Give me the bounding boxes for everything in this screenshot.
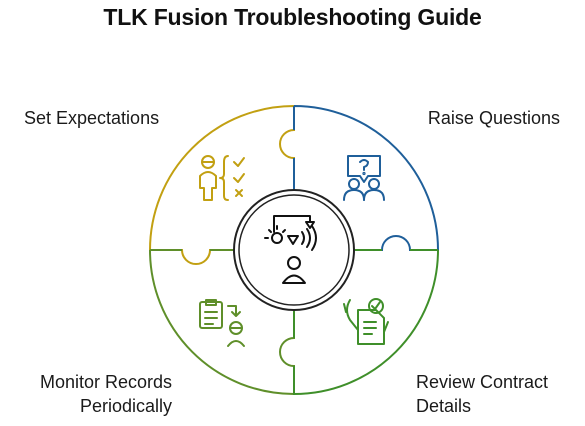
- quadrant-bottom-right-outline: [293, 249, 439, 396]
- label-review-contract: Review Contract Details: [416, 370, 548, 418]
- label-set-expectations: Set Expectations: [24, 106, 159, 130]
- label-line: Periodically: [79, 396, 172, 416]
- label-line: Details: [416, 396, 472, 416]
- label-line: Raise Questions: [427, 108, 560, 128]
- center-inner-ring: [238, 194, 350, 306]
- quadrant-bottom-left-outline: [149, 249, 295, 396]
- label-line: Set Expectations: [24, 108, 160, 128]
- page-title: TLK Fusion Troubleshooting Guide: [103, 4, 482, 30]
- label-monitor-records: Monitor Records Periodically: [0, 370, 172, 418]
- contract-review-icon: [343, 298, 389, 345]
- label-line: Review Contract: [416, 372, 549, 392]
- troubleshooting-person-icon: [264, 215, 317, 284]
- quadrant-top-left-outline: [149, 104, 295, 265]
- expectations-checklist-icon: [199, 155, 245, 201]
- label-line: Monitor Records: [39, 372, 172, 392]
- question-group-icon: [343, 155, 385, 201]
- center-outer-ring: [233, 189, 355, 311]
- monitor-records-icon: [199, 299, 245, 347]
- label-raise-questions: Raise Questions: [428, 106, 560, 130]
- quadrant-top-right-outline: [293, 105, 440, 251]
